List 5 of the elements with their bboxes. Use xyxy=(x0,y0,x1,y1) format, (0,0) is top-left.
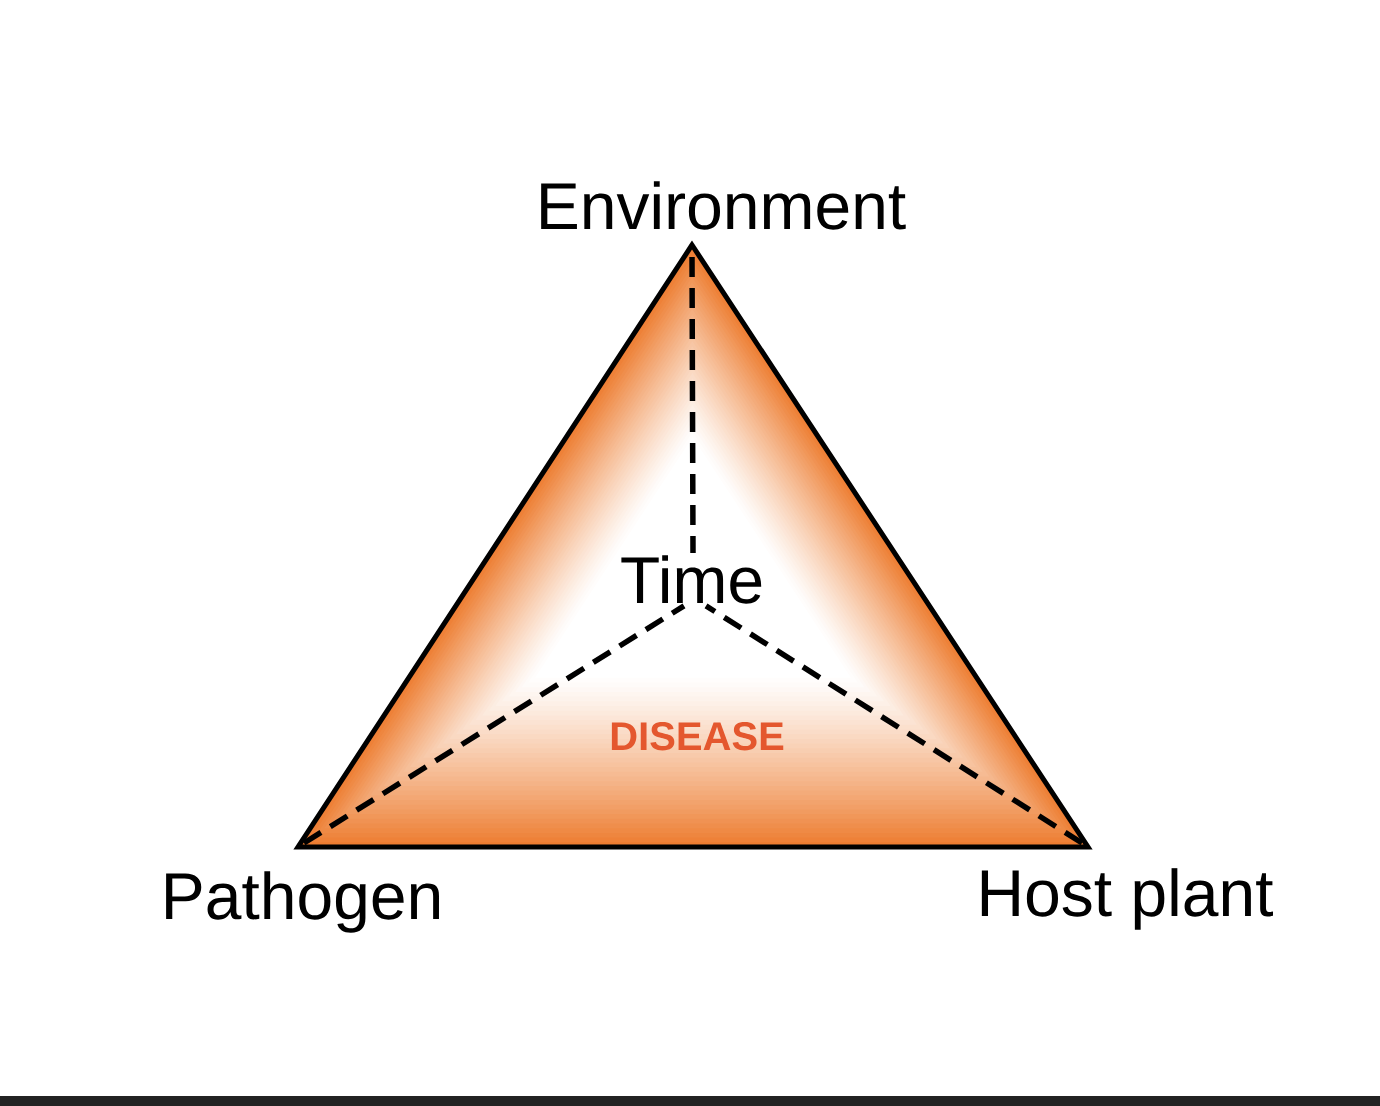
center-label: Time xyxy=(621,555,762,604)
corner-label: Host plant xyxy=(981,868,1273,930)
corner-label: Pathogen xyxy=(166,871,439,933)
corner-label: Environment xyxy=(541,181,906,230)
dashed-line xyxy=(689,257,696,553)
